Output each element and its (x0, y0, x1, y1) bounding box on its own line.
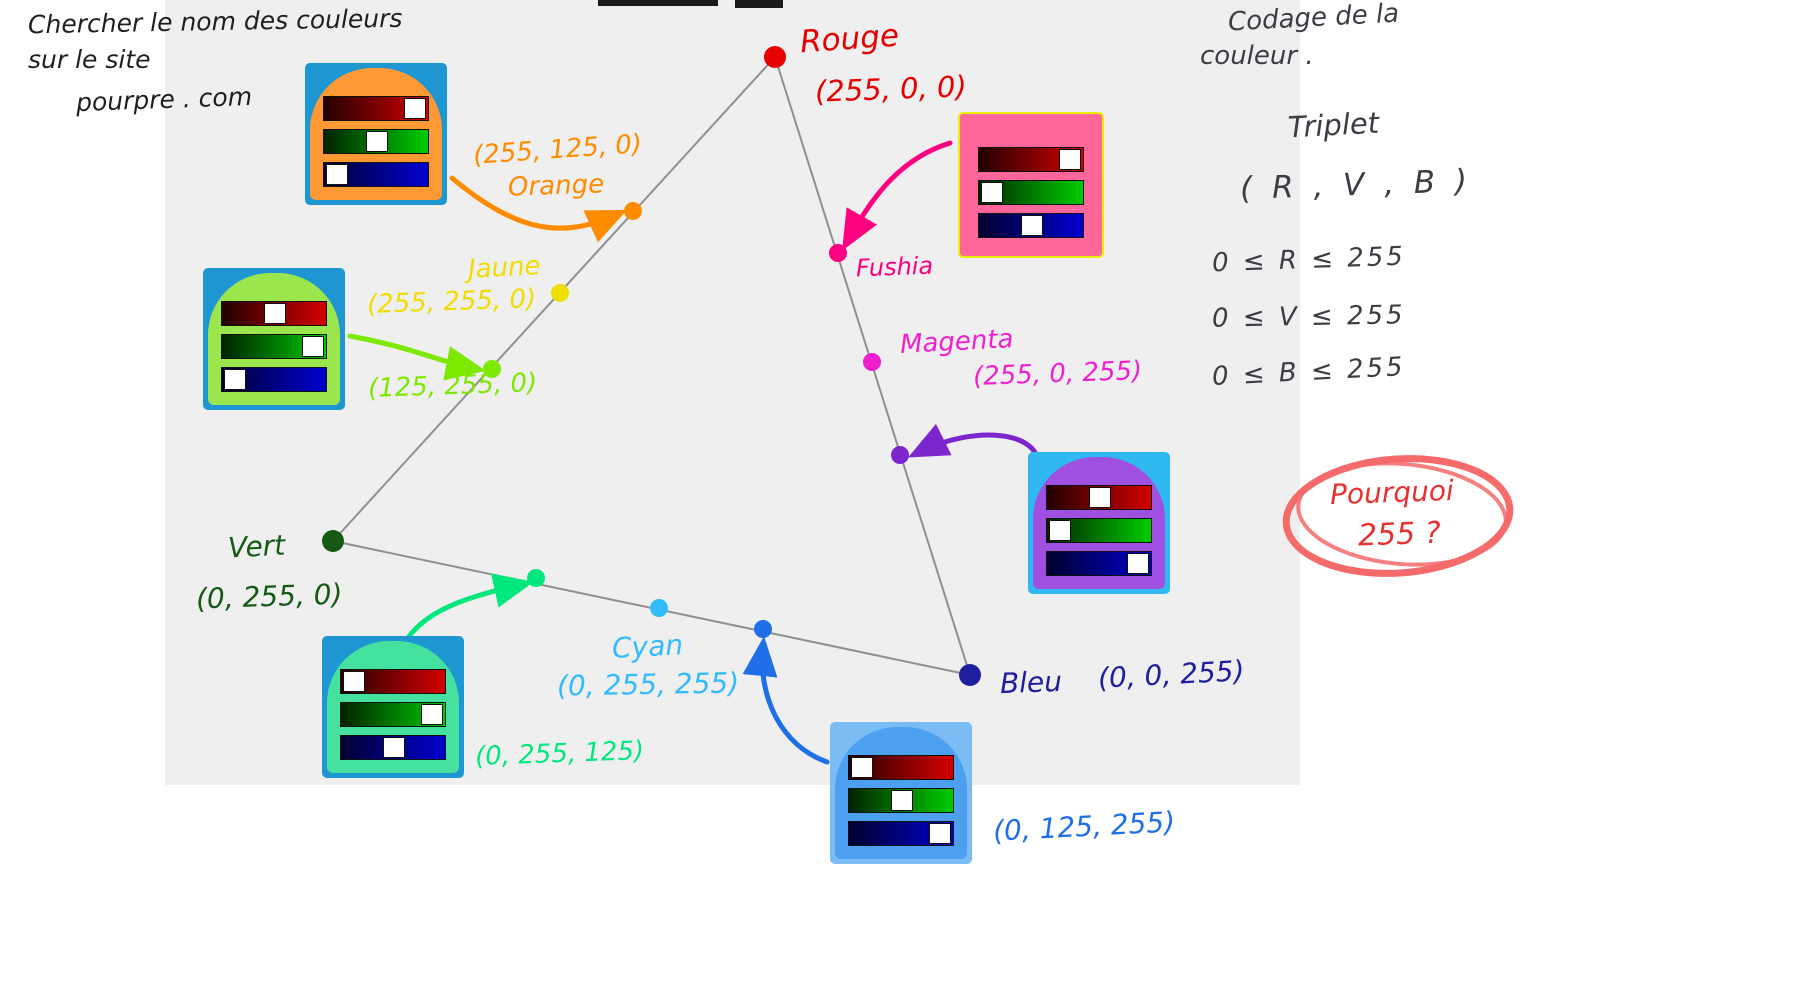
red-slider (340, 669, 446, 694)
label-rouge-name: Rouge (798, 17, 901, 61)
green-slider-handle (421, 704, 443, 725)
blue-slider-handle (1021, 215, 1043, 236)
top-edge-artifact (735, 0, 783, 8)
green-slider-handle (981, 182, 1003, 203)
color-card-azure (830, 722, 972, 864)
color-card-fushia (958, 112, 1104, 258)
red-slider-handle (1089, 487, 1111, 508)
label-bleu-name: Bleu (999, 664, 1063, 701)
label-vert-name: Vert (227, 528, 287, 565)
note-range-r: 0 ≤ R ≤ 255 (1211, 241, 1407, 279)
blue-slider-handle (326, 164, 348, 185)
blue-slider-handle (1127, 553, 1149, 574)
blue-slider (1046, 551, 1152, 576)
label-springgreen-triplet: (0, 255, 125) (474, 736, 645, 772)
note-pourpre-line3: pourpre . com (75, 81, 253, 118)
label-magenta-name: Magenta (899, 324, 1015, 360)
green-slider (848, 788, 954, 813)
blue-slider-handle (224, 369, 246, 390)
red-slider-handle (264, 303, 286, 324)
label-magenta-triplet: (255, 0, 255) (972, 356, 1143, 392)
label-rouge-triplet: (255, 0, 0) (814, 69, 968, 109)
note-triplet-rvb: ( R , V , B ) (1239, 162, 1473, 208)
red-slider (221, 301, 327, 326)
green-slider (978, 180, 1084, 205)
question-line2: 255 ? (1357, 515, 1442, 554)
note-codage-line1: Codage de la (1227, 0, 1400, 38)
red-slider-handle (851, 757, 873, 778)
green-slider (1046, 518, 1152, 543)
question-circle (1282, 455, 1514, 577)
red-slider-handle (1059, 149, 1081, 170)
blue-slider (978, 213, 1084, 238)
note-pourpre-line2: sur le site (28, 45, 151, 74)
blue-slider-handle (929, 823, 951, 844)
red-slider-handle (343, 671, 365, 692)
blue-slider-handle (383, 737, 405, 758)
green-slider-handle (1049, 520, 1071, 541)
blue-slider (323, 162, 429, 187)
label-cyan-triplet: (0, 255, 255) (556, 666, 740, 703)
label-orange-name: Orange (507, 169, 605, 203)
red-slider-handle (404, 98, 426, 119)
green-slider (340, 702, 446, 727)
label-cyan-name: Cyan (611, 628, 684, 665)
label-fushia-name: Fushia (855, 251, 934, 283)
red-slider (978, 147, 1084, 172)
color-card-springgreen (322, 636, 464, 778)
note-range-v: 0 ≤ V ≤ 255 (1211, 300, 1406, 334)
green-slider (221, 334, 327, 359)
green-slider-handle (302, 336, 324, 357)
color-card-orange (305, 63, 447, 205)
top-edge-artifact (598, 0, 718, 6)
note-codage-line2: couleur . (1200, 41, 1314, 71)
blue-slider (221, 367, 327, 392)
green-slider-handle (891, 790, 913, 811)
label-jaune-name: Jaune (467, 251, 542, 285)
green-slider-handle (366, 131, 388, 152)
blue-slider (340, 735, 446, 760)
label-vert-triplet: (0, 255, 0) (195, 577, 344, 616)
note-pourpre-line1: Chercher le nom des couleurs (27, 3, 403, 40)
red-slider (1046, 485, 1152, 510)
note-triplet-title: Triplet (1287, 105, 1380, 145)
label-jaune-triplet: (255, 255, 0) (366, 284, 537, 320)
question-line1: Pourquoi (1329, 473, 1455, 512)
green-slider (323, 129, 429, 154)
color-card-chartreuse (203, 268, 345, 410)
label-azure-triplet: (0, 125, 255) (992, 805, 1176, 848)
red-slider (848, 755, 954, 780)
red-slider (323, 96, 429, 121)
color-card-violet (1028, 452, 1170, 594)
label-chartreuse-triplet: (125, 255, 0) (367, 368, 538, 404)
blue-slider (848, 821, 954, 846)
